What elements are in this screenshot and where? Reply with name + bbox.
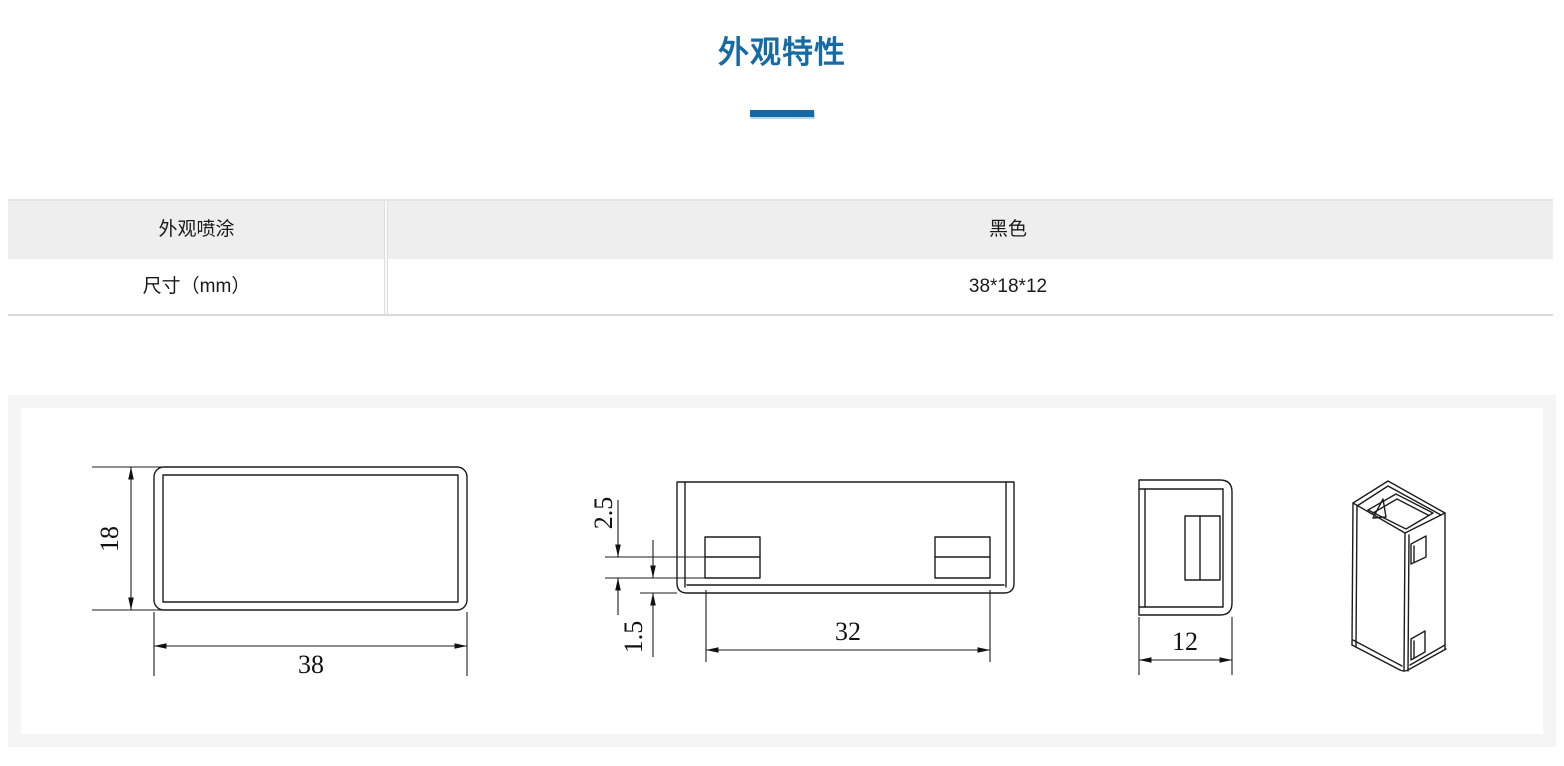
- title-underline-bar: [750, 110, 814, 117]
- spec-table: 外观喷涂 黑色 尺寸（mm） 38*18*12: [8, 199, 1553, 316]
- dim-label-12: 12: [1172, 627, 1198, 656]
- table-row: 尺寸（mm） 38*18*12: [8, 259, 1553, 314]
- drawing-panel-inner: 18 38: [21, 408, 1543, 734]
- dim-label-32: 32: [835, 617, 861, 646]
- spec-label-size: 尺寸（mm）: [142, 276, 251, 297]
- table-row: 外观喷涂 黑色: [8, 201, 1553, 259]
- dim-label-38: 38: [298, 650, 324, 679]
- drawing-panel: 18 38: [8, 395, 1556, 747]
- side-view-drawing: 12: [1138, 479, 1233, 675]
- dim-label-2-5: 2.5: [589, 497, 618, 530]
- dim-label-18: 18: [95, 526, 124, 552]
- spec-value-size: 38*18*12: [968, 276, 1048, 297]
- spec-value-coating: 黑色: [988, 219, 1027, 240]
- table-column-divider: [384, 201, 388, 314]
- page-title: 外观特性: [718, 35, 846, 70]
- spec-label-coating: 外观喷涂: [158, 219, 235, 240]
- cad-drawing: 18 38: [92, 466, 1447, 679]
- front-view-drawing: 18 38: [92, 466, 468, 679]
- bottom-view-drawing: 2.5 1.5 32: [589, 481, 1015, 662]
- dim-label-1-5: 1.5: [619, 621, 648, 654]
- isometric-view-drawing: [1351, 480, 1447, 672]
